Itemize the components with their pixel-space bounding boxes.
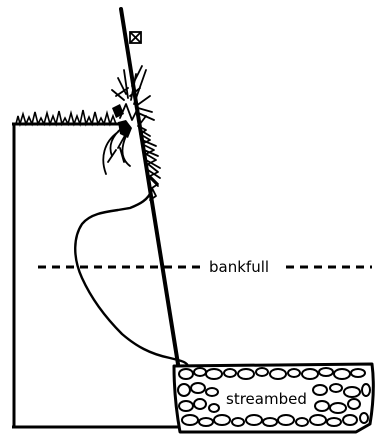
cobble-stone (246, 415, 262, 425)
cobble-stone (362, 384, 370, 396)
cobble-stone (288, 369, 300, 377)
cobble-stone (232, 418, 244, 426)
cobble-stone (360, 413, 368, 423)
cobble-stone (209, 404, 219, 412)
cobble-stone (224, 369, 236, 377)
cobble-stone (256, 368, 268, 376)
square-with-x-icon (130, 32, 141, 43)
cobble-stone (206, 369, 222, 379)
cobble-stone (179, 401, 193, 411)
cobble-stone (214, 415, 230, 425)
cobble-stone (315, 401, 329, 411)
cobble-stone (348, 399, 360, 409)
cobble-stone (343, 415, 357, 425)
cobble-stone (327, 418, 341, 426)
cobble-stone (194, 368, 206, 376)
cobble-stone (238, 369, 254, 379)
bank-vegetation (103, 66, 160, 200)
cobble-stone (344, 387, 360, 397)
cobble-stone (179, 369, 193, 379)
cobble-stone (296, 418, 308, 426)
cobble-stone (206, 388, 218, 396)
cobble-stone (182, 415, 198, 425)
bankfull-level: bankfull (38, 258, 372, 276)
bank-top-grass (16, 110, 116, 124)
cobble-stone (278, 415, 294, 425)
streambed-label: streambed (226, 390, 307, 408)
cobble-stone (302, 369, 318, 379)
streambed-cobbles: streambed (174, 364, 373, 432)
survey-post (121, 9, 178, 364)
cobble-stone (351, 369, 365, 377)
cobble-stone (310, 415, 326, 425)
cobble-stone (199, 418, 213, 426)
bank-outline (12, 123, 184, 427)
cobble-stone (330, 403, 346, 413)
cobble-stone (270, 369, 286, 379)
cobble-stone (263, 418, 277, 426)
cobble-stone (178, 384, 190, 396)
undercut-bank-profile (75, 190, 188, 370)
bankfull-label: bankfull (209, 258, 269, 276)
cobble-stone (194, 399, 206, 409)
survey-post-rod (121, 9, 178, 364)
cobble-stone (313, 385, 327, 395)
cobble-stone (319, 368, 333, 376)
cobble-stone (330, 384, 342, 392)
cobble-stone (334, 369, 350, 379)
cobble-stone (191, 383, 205, 393)
